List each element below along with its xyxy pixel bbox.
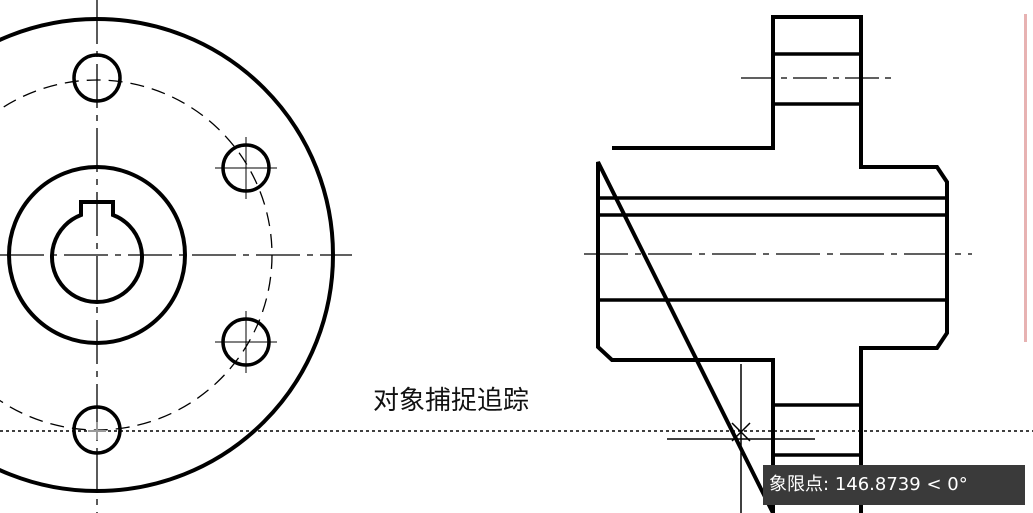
tooltip-distance: 146.8739 (834, 474, 921, 495)
side-view-outline[interactable] (596, 15, 949, 513)
tracking-overlay (0, 364, 1033, 513)
quadrant-snap-tooltip: 象限点: 146.8739 < 0° (763, 465, 1025, 505)
keyed-bore[interactable] (50, 200, 144, 304)
side-view (584, 15, 972, 513)
crosshair-cursor-icon (667, 422, 815, 442)
tooltip-snap-type: 象限点: (769, 474, 830, 495)
front-view (0, 0, 352, 513)
tooltip-angle: < 0° (926, 474, 968, 495)
quadrant-snap-marker-icon (88, 422, 106, 440)
viewport-border (1024, 14, 1027, 342)
object-snap-tracking-label: 对象捕捉追踪 (373, 386, 530, 416)
